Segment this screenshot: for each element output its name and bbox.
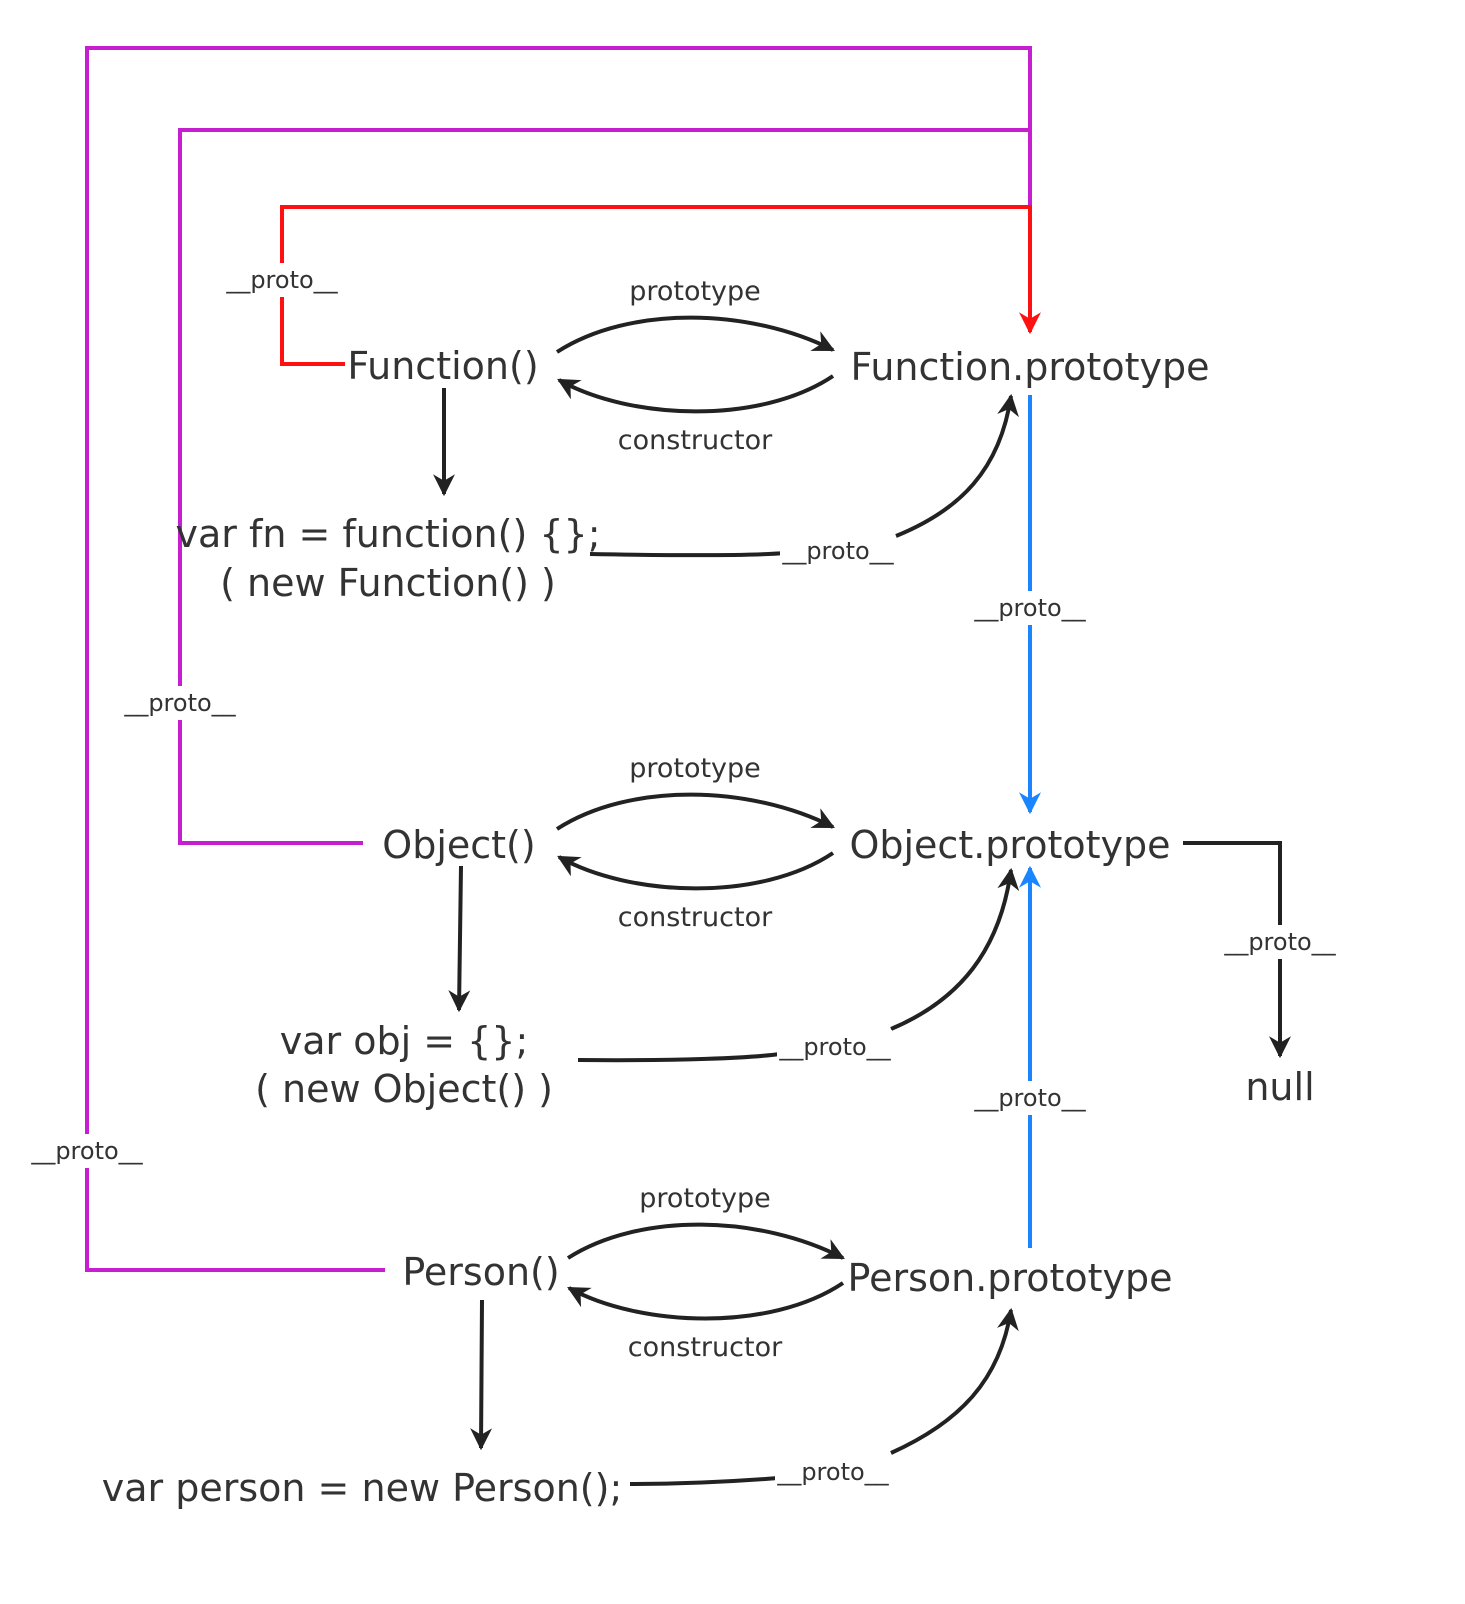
object-ctor-node: Object() <box>382 823 535 867</box>
person-prototype-label: prototype <box>639 1183 771 1214</box>
object-constructor-label: constructor <box>618 902 773 933</box>
function-ctor-proto-link <box>280 205 1041 366</box>
person-ctor-node: Person() <box>402 1250 559 1294</box>
null-node: null <box>1245 1065 1314 1109</box>
object-ctor-proto-label: __proto__ <box>123 689 236 717</box>
function-ctor-proto-label: __proto__ <box>225 266 338 294</box>
function-proto-node: Function.prototype <box>851 345 1210 389</box>
object-prototype-label: prototype <box>629 753 761 784</box>
obj-instance-node-line1: var obj = {}; <box>280 1019 529 1063</box>
function-constructor-arrow <box>557 374 835 414</box>
function-prototype-arrow <box>555 315 835 354</box>
person-instance-node: var person = new Person(); <box>102 1466 623 1510</box>
person-constructor-arrow <box>567 1281 845 1321</box>
obj-proto-label: __proto__ <box>778 1033 891 1061</box>
person-instance-proto-label: __proto__ <box>776 1458 889 1486</box>
object-constructor-arrow <box>557 851 835 891</box>
person-ctor-proto-label: __proto__ <box>30 1137 143 1165</box>
fn-instance-node-line2: ( new Function() ) <box>220 561 556 605</box>
person-proto-proto-label: __proto__ <box>973 1084 1086 1112</box>
person-instance-proto-arrow <box>629 1310 1011 1486</box>
nodes: Function() Function.prototype var fn = f… <box>102 344 1315 1510</box>
proto-labels: __proto__ __proto__ __proto__ __proto__ … <box>30 263 1337 1489</box>
person-proto-node: Person.prototype <box>848 1256 1173 1300</box>
fn-proto-arrow <box>589 396 1011 558</box>
object-proto-proto-label: __proto__ <box>1223 928 1336 956</box>
person-to-instance-arrow <box>470 1299 493 1451</box>
obj-proto-arrow <box>577 870 1011 1063</box>
person-constructor-label: constructor <box>628 1332 783 1363</box>
obj-instance-node-line2: ( new Object() ) <box>255 1067 553 1111</box>
function-ctor-node: Function() <box>347 344 538 388</box>
function-proto-proto-label: __proto__ <box>973 594 1086 622</box>
object-ctor-proto-link <box>178 128 1030 845</box>
fn-proto-label: __proto__ <box>781 537 894 565</box>
black-links <box>433 315 1291 1486</box>
object-proto-node: Object.prototype <box>849 823 1170 867</box>
object-prototype-arrow <box>555 792 835 831</box>
fn-instance-node-line1: var fn = function() {}; <box>175 512 600 556</box>
person-prototype-arrow <box>566 1222 845 1260</box>
function-prototype-label: prototype <box>629 276 761 307</box>
object-proto-to-null-arrow <box>1183 841 1291 1059</box>
object-to-obj-arrow <box>448 865 471 1013</box>
edge-labels: prototype constructor prototype construc… <box>618 276 783 1363</box>
function-constructor-label: constructor <box>618 425 773 456</box>
magenta-proto-links <box>85 46 1032 1272</box>
person-ctor-proto-link <box>85 46 1032 1272</box>
